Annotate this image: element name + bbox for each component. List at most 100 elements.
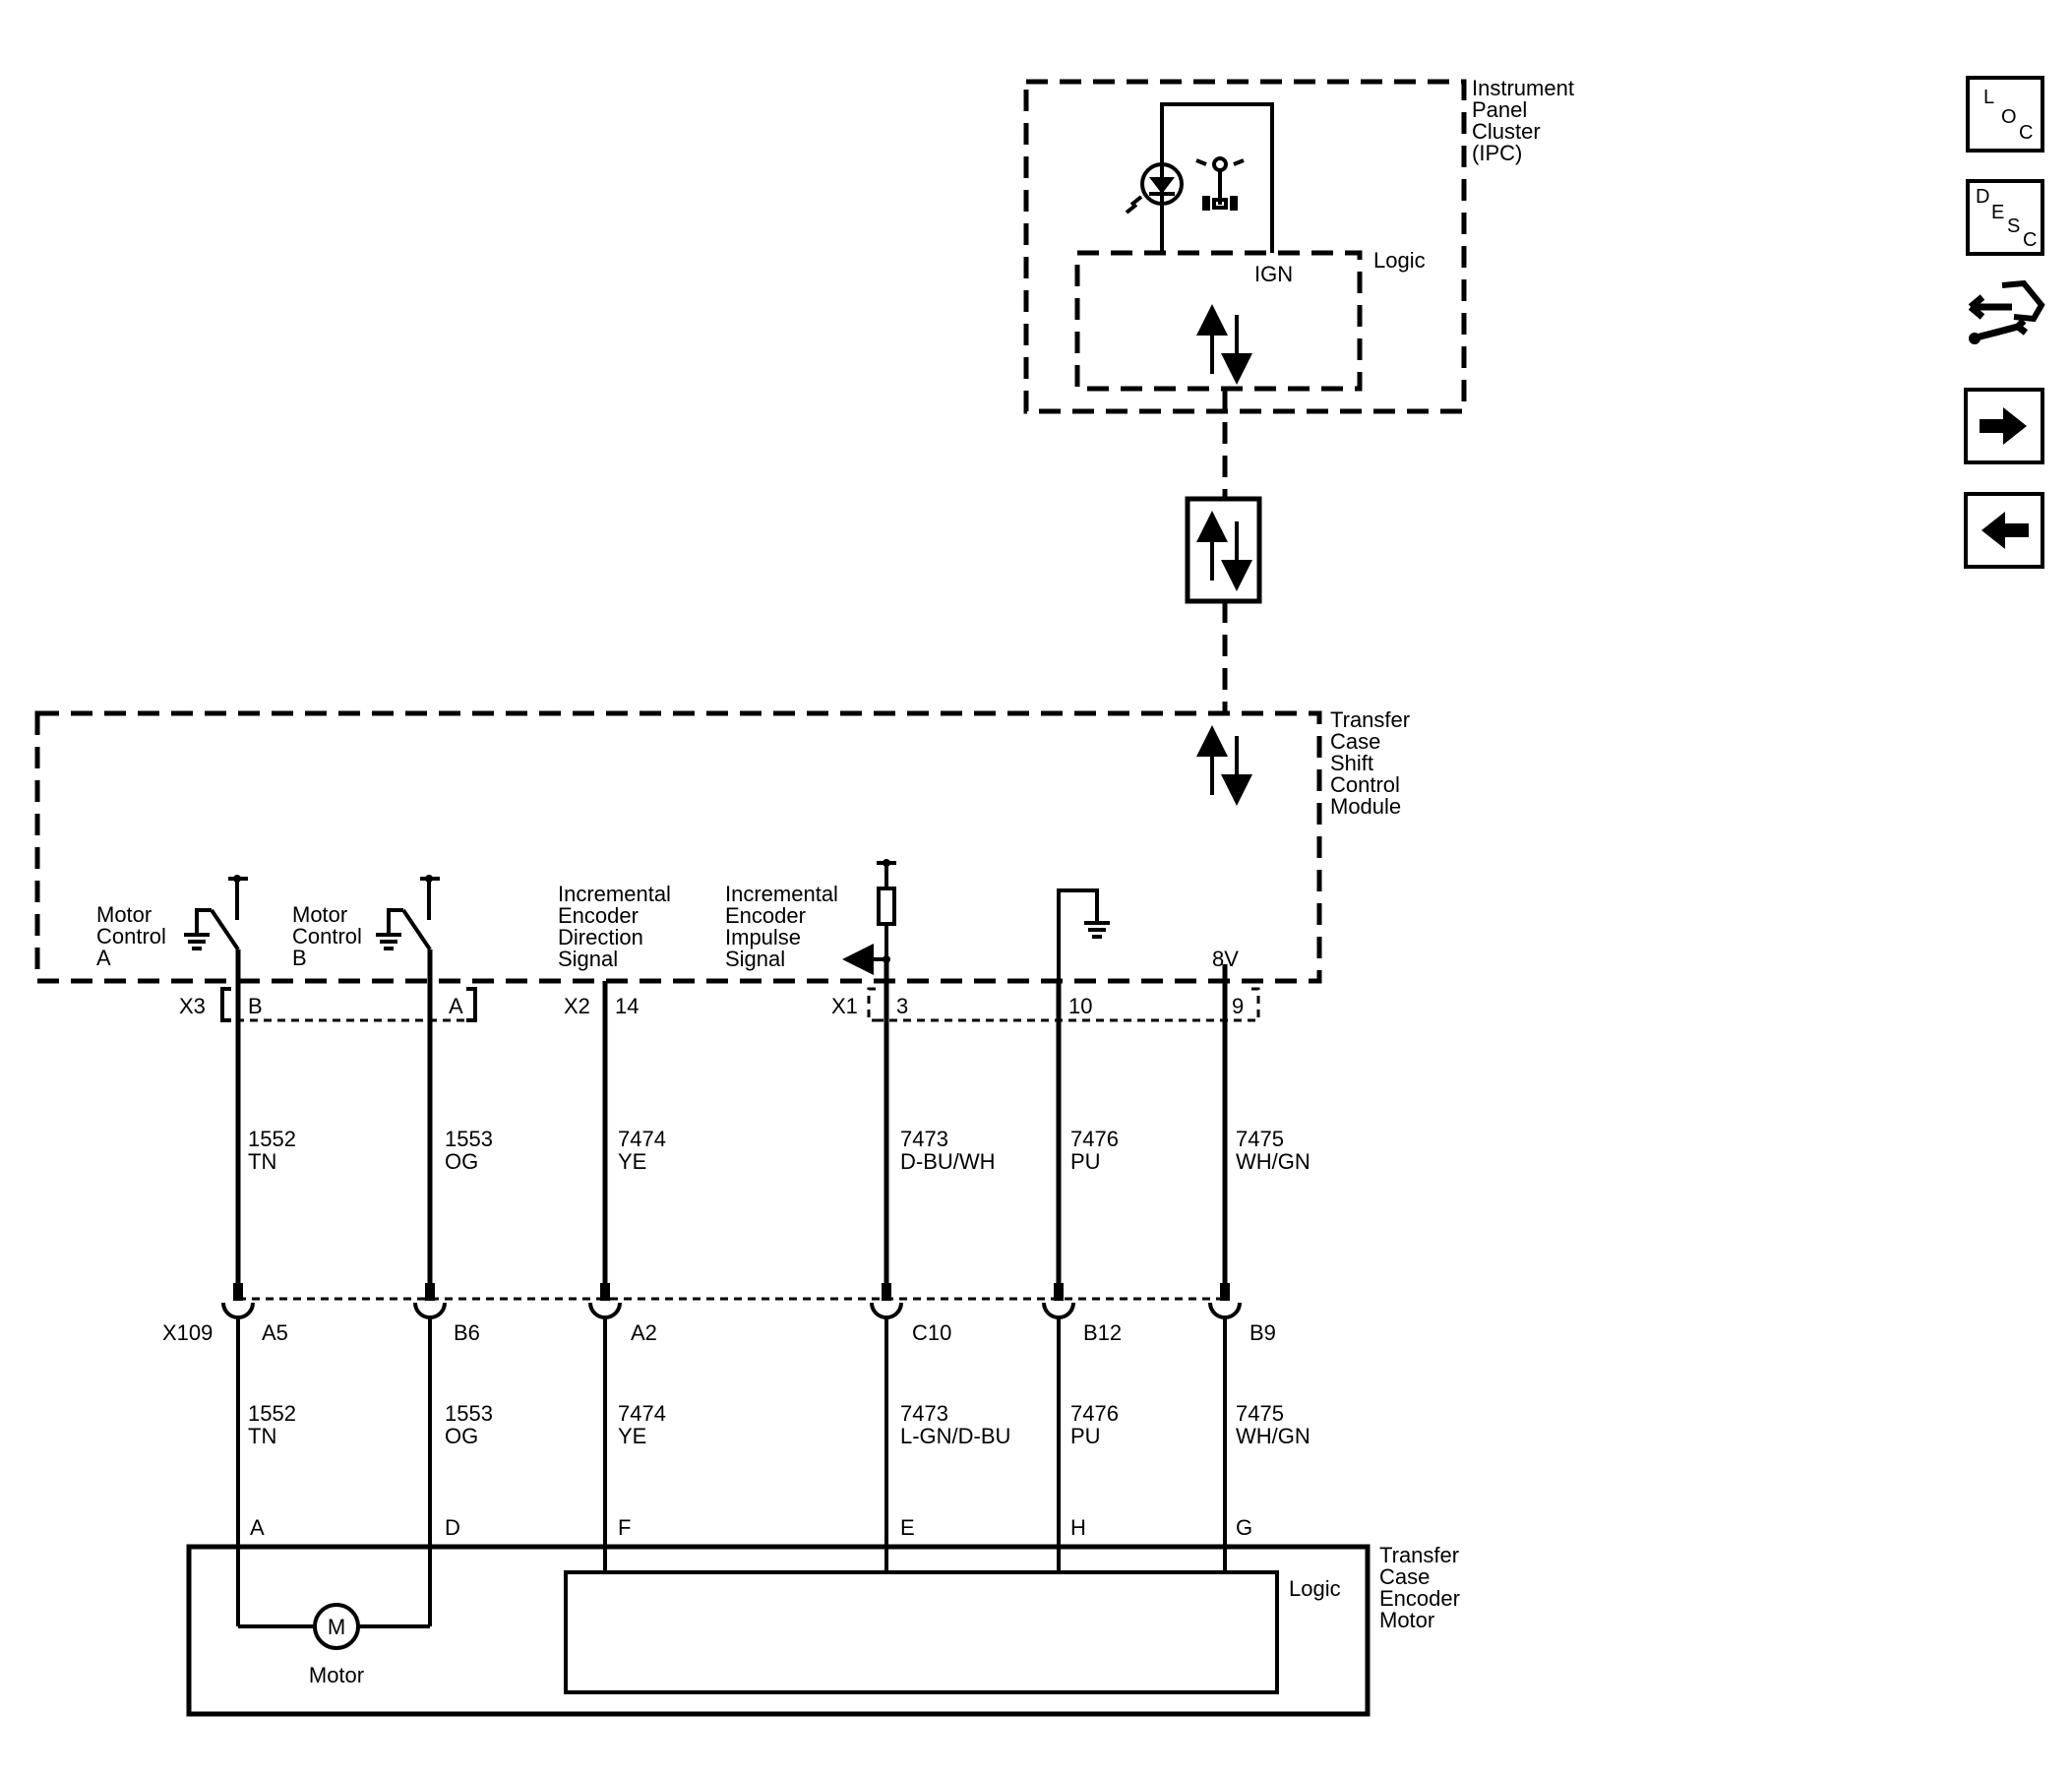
service-info-icon[interactable] [1963, 275, 2051, 354]
wire-color: WH/GN [1236, 1149, 1310, 1174]
desc-letter: D [1976, 186, 1990, 208]
serial-data-arrows-icon [1196, 511, 1252, 591]
connector-x109-pin: A5 [262, 1320, 288, 1345]
motor-control-a-label: Motor Control A [96, 902, 166, 970]
connector-x109-pin: B9 [1249, 1320, 1276, 1345]
motor-control-a-switch-icon [184, 875, 248, 951]
previous-arrow-icon [1981, 512, 2029, 549]
indicator-lamp-icon [1125, 162, 1184, 214]
wire-color: OG [445, 1424, 478, 1448]
motor-control-a-line: Motor [96, 902, 152, 927]
connector-x2-pin: 14 [615, 994, 639, 1018]
wire-color: YE [618, 1424, 646, 1448]
loc-letter: O [2001, 106, 2017, 128]
pullup-resistor-icon [877, 859, 896, 963]
previous-page-button[interactable] [1964, 492, 2044, 569]
connector-x109-pin: B6 [454, 1320, 480, 1345]
serial-data-gateway-box [1185, 496, 1262, 604]
tcscm-name-line: Module [1330, 794, 1401, 819]
wire-circuit-number: 1552 [248, 1401, 296, 1426]
desc-letter: C [2023, 229, 2038, 251]
inc-dir-signal-line: Encoder [558, 903, 639, 928]
tcscm-name-line: Case [1330, 729, 1380, 754]
ipc-ign-label: IGN [1254, 262, 1293, 286]
motor-control-b-label: Motor Control B [292, 902, 362, 970]
wire-color: YE [618, 1149, 646, 1174]
4wd-drivetrain-icon [1195, 156, 1245, 211]
connector-x3: X3 B A [179, 987, 477, 1022]
connector-x109-pin: C10 [912, 1320, 951, 1345]
wire-circuit-number: 7476 [1070, 1127, 1119, 1151]
next-arrow-icon [1980, 407, 2027, 445]
inc-dir-signal-line: Direction [558, 925, 643, 949]
motor-label: Motor [309, 1663, 364, 1687]
location-button[interactable]: L O C [1966, 76, 2044, 153]
connector-x1: X1 3 10 9 [831, 987, 1260, 1022]
wire-circuit-number: 7473 [900, 1127, 948, 1151]
ipc-indicator-circuit [1160, 102, 1274, 253]
inline-connector-x109: X109 A5 B6 A2 C10 B12 B9 [162, 1283, 1276, 1345]
encoder-motor-pin: F [618, 1515, 631, 1540]
encoder-motor-name-line: Transfer [1379, 1543, 1459, 1567]
service-info-icon [1968, 279, 2045, 344]
encoder-motor-box [186, 1544, 1371, 1717]
connector-x1-pin: 3 [896, 994, 908, 1018]
encoder-motor-name-line: Motor [1379, 1608, 1434, 1632]
connector-x1-pin: 9 [1232, 994, 1244, 1018]
motor-control-b-line: B [292, 946, 307, 970]
ipc-name-line: Panel [1472, 97, 1527, 122]
inc-dir-signal-line: Signal [558, 947, 618, 971]
wire-circuit-number: 1553 [445, 1127, 493, 1151]
ipc-name: Instrument Panel Cluster (IPC) [1472, 76, 1574, 165]
encoder-motor-pin: G [1236, 1515, 1252, 1540]
wire-circuit-number: 1553 [445, 1401, 493, 1426]
tcscm-module-box [34, 710, 1322, 984]
tcscm-name-line: Control [1330, 772, 1400, 797]
loc-letter: C [2019, 122, 2034, 144]
ipc-logic-box [1074, 250, 1363, 392]
encoder-logic-box [564, 1570, 1279, 1694]
motor-control-b-switch-icon [376, 875, 440, 951]
wire-color: PU [1070, 1424, 1101, 1448]
motor-symbol: M [328, 1615, 345, 1639]
wire-circuit-number: 7473 [900, 1401, 948, 1426]
loc-letter: L [1983, 87, 1995, 108]
connector-x109-label: X109 [162, 1320, 213, 1345]
ipc-name-line: (IPC) [1472, 141, 1522, 165]
wire-circuit-number: 1552 [248, 1127, 296, 1151]
inc-impulse-signal-label: Incremental Encoder Impulse Signal [725, 882, 838, 971]
tcscm-name: Transfer Case Shift Control Module [1330, 707, 1410, 819]
ipc-bidirectional-arrows-icon [1196, 304, 1252, 385]
tcscm-name-line: Shift [1330, 751, 1373, 775]
next-page-button[interactable] [1964, 388, 2044, 464]
ipc-name-line: Instrument [1472, 76, 1574, 100]
motor-control-b-line: Control [292, 924, 362, 949]
motor-icon: M [238, 1603, 430, 1650]
inc-impulse-signal-line: Encoder [725, 903, 806, 928]
motor-control-a-line: Control [96, 924, 166, 949]
connector-x3-pin: A [449, 994, 463, 1018]
wire-circuit-number: 7475 [1236, 1401, 1284, 1426]
inc-impulse-signal-line: Impulse [725, 925, 801, 949]
encoder-motor-name-line: Case [1379, 1564, 1430, 1589]
inc-impulse-signal-line: Signal [725, 947, 785, 971]
ipc-name-line: Cluster [1472, 119, 1541, 144]
wire-color: D-BU/WH [900, 1149, 996, 1174]
encoder-motor-pins: A D F E H G [250, 1515, 1252, 1540]
description-button[interactable]: D E S C [1966, 179, 2044, 256]
connector-x109-pin: B12 [1083, 1320, 1122, 1345]
desc-letter: E [1991, 202, 2005, 223]
connector-x1-pin: 10 [1068, 994, 1092, 1018]
tcscm-bidirectional-arrows-icon [1196, 725, 1252, 806]
wire-circuit-number: 7476 [1070, 1401, 1119, 1426]
wire-labels-upper: 1552 TN 1553 OG 7474 YE 7473 D-BU/WH 747… [248, 1127, 1310, 1174]
encoder-motor-pin: A [250, 1515, 265, 1540]
encoder-motor-pin: D [445, 1515, 460, 1540]
connector-x1-label: X1 [831, 994, 858, 1018]
encoder-logic-label: Logic [1289, 1576, 1341, 1601]
connector-x109-pin: A2 [631, 1320, 657, 1345]
inc-impulse-signal-line: Incremental [725, 882, 838, 906]
wire-color: L-GN/D-BU [900, 1424, 1010, 1448]
wire-circuit-number: 7475 [1236, 1127, 1284, 1151]
